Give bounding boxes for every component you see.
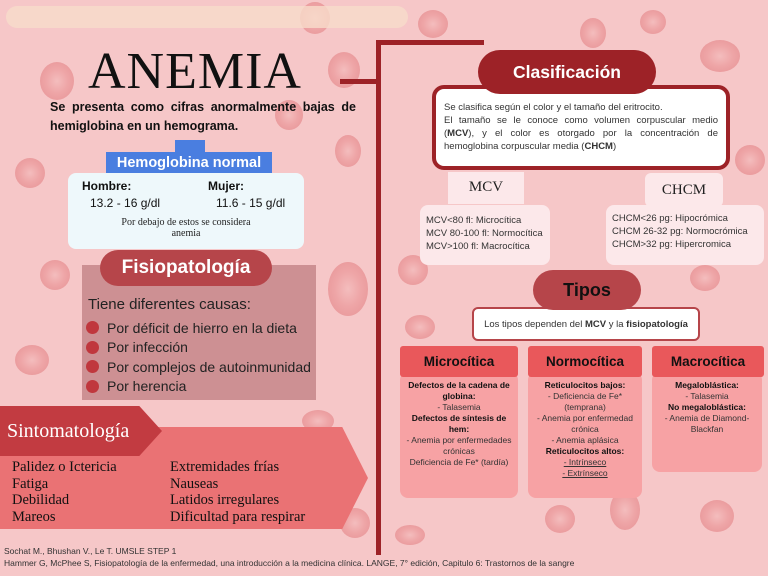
fisiopatologia-heading: Fisiopatología	[100, 250, 272, 286]
sintomatologia-list-right: Extremidades frías Nauseas Latidos irreg…	[170, 459, 305, 525]
red-cell-decoration	[40, 62, 74, 100]
reference-item: Hammer G, McPhee S, Fisiopatología de la…	[4, 558, 575, 568]
list-item: Fatiga	[12, 475, 49, 492]
bracket-connector	[340, 79, 378, 84]
list-item: CHCM>32 pg: Hipercromica	[612, 239, 732, 250]
list-item: Por herencia	[86, 377, 311, 397]
bullet-dot-icon	[86, 321, 99, 335]
bracket-connector	[376, 45, 381, 555]
page-subtitle: Se presenta como cifras anormalmente baj…	[50, 100, 356, 133]
red-cell-decoration	[335, 135, 361, 167]
macrocitica-heading: Macrocítica	[652, 346, 764, 377]
normocitica-heading: Normocítica	[528, 346, 642, 377]
mujer-value: 11.6 - 15 g/dl	[216, 196, 286, 210]
macrocitica-panel: Megaloblástica: - Talasemia No megaloblá…	[652, 372, 762, 472]
list-item: CHCM 26-32 pg: Normocrómica	[612, 226, 748, 237]
list-item: Por infección	[86, 338, 311, 358]
reference-item: Sochat M., Bhushan V., Le T. UMSLE STEP …	[4, 546, 177, 556]
bullet-dot-icon	[86, 340, 99, 354]
fisiopatologia-intro: Tiene diferentes causas:	[88, 296, 251, 313]
references: Sochat M., Bhushan V., Le T. UMSLE STEP …	[4, 545, 574, 569]
hemoglobina-heading: Hemoglobina normal	[106, 152, 272, 174]
list-item: Palidez o Ictericia	[12, 459, 117, 475]
red-cell-decoration	[700, 40, 740, 72]
red-cell-decoration	[302, 410, 334, 432]
red-cell-decoration	[15, 158, 45, 188]
fisiopatologia-list: Por déficit de hierro en la dieta Por in…	[86, 318, 311, 396]
chcm-panel: CHCM<26 pg: Hipocrómica CHCM 26-32 pg: N…	[606, 205, 764, 265]
list-item: Por déficit de hierro en la dieta	[86, 318, 311, 338]
list-item: MCV>100 fl: Macrocítica	[426, 241, 530, 252]
clasificacion-line1: Se clasifica según el color y el tamaño …	[444, 102, 663, 113]
bullet-dot-icon	[86, 379, 99, 393]
list-item: Nauseas	[170, 475, 219, 492]
chcm-heading: CHCM	[645, 173, 723, 207]
sintomatologia-heading: Sintomatología	[0, 406, 162, 456]
microcitica-panel: Defectos de la cadena de globina: - Tala…	[400, 372, 518, 498]
bullet-dot-icon	[86, 360, 99, 374]
hombre-label: Hombre:	[82, 179, 132, 193]
red-cell-decoration	[275, 100, 303, 130]
red-cell-decoration	[545, 505, 575, 533]
mujer-label: Mujer:	[208, 179, 244, 193]
red-cell-decoration	[640, 10, 666, 34]
list-item: Mareos	[12, 508, 56, 525]
list-item: Dificultad para respirar	[170, 508, 306, 525]
tipos-panel: Los tipos dependen del MCV y la fisiopat…	[472, 307, 700, 341]
hemoglobina-header-tab	[175, 140, 205, 154]
page-title: ANEMIA	[88, 43, 302, 100]
list-item: Debilidad	[12, 492, 70, 508]
mcv-panel: MCV<80 fl: Microcítica MCV 80-100 fl: No…	[420, 205, 550, 265]
mcv-heading: MCV	[448, 172, 524, 204]
list-item: MCV<80 fl: Microcítica	[426, 215, 522, 226]
list-item: Por complejos de autoinmunidad	[86, 357, 311, 377]
clasificacion-panel: Se clasifica según el color y el tamaño …	[432, 85, 730, 170]
list-item: CHCM<26 pg: Hipocrómica	[612, 213, 728, 224]
list-item: MCV 80-100 fl: Normocítica	[426, 228, 543, 239]
sintomatologia-list-left: Palidez o Ictericia Fatiga Debilidad Mar…	[12, 459, 117, 525]
red-cell-decoration	[580, 18, 606, 48]
red-cell-decoration	[405, 315, 435, 339]
bracket-connector	[376, 40, 484, 45]
red-cell-decoration	[395, 525, 425, 545]
red-cell-decoration	[690, 265, 720, 291]
red-cell-decoration	[40, 260, 70, 290]
red-cell-decoration	[735, 145, 765, 175]
red-cell-decoration	[418, 10, 448, 38]
hemoglobina-note: Por debajo de estos se considera anemia	[121, 217, 251, 239]
fisiopatologia-panel	[82, 265, 316, 400]
top-decorative-bar	[6, 6, 408, 28]
red-cell-decoration	[700, 500, 734, 532]
clasificacion-line2: El tamaño se le conoce como volumen corp…	[444, 115, 718, 152]
hemoglobina-panel: Hombre: 13.2 - 16 g/dl Mujer: 11.6 - 15 …	[68, 173, 304, 249]
microcitica-heading: Microcítica	[400, 346, 518, 377]
hombre-value: 13.2 - 16 g/dl	[90, 196, 161, 210]
red-cell-decoration	[15, 345, 49, 375]
clasificacion-heading: Clasificación	[478, 50, 656, 94]
tipos-heading: Tipos	[533, 270, 641, 310]
normocitica-panel: Reticulocitos bajos: - Deficiencia de Fe…	[528, 372, 642, 498]
list-item: Latidos irregulares	[170, 492, 280, 508]
red-cell-decoration	[328, 262, 368, 316]
list-item: Extremidades frías	[170, 459, 280, 475]
